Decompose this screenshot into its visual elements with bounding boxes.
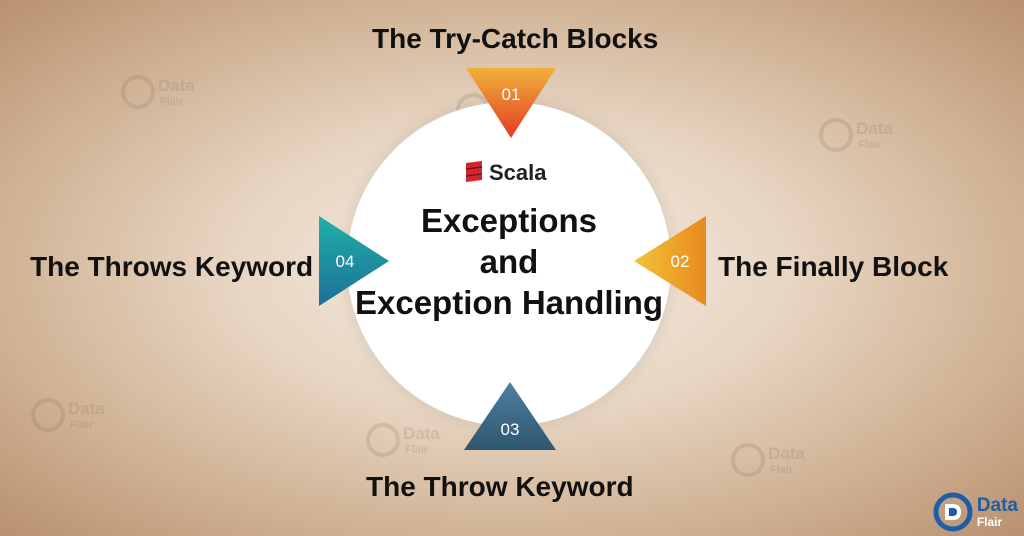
dataflair-logo-flair: Flair [976,515,1003,529]
item-number-04: 04 [335,252,355,271]
label-try-catch-blocks: The Try-Catch Blocks [372,23,659,54]
triangle-marker-03 [464,382,556,450]
item-number-02: 02 [670,252,690,271]
watermark-icon: Data Flair [731,443,805,477]
center-title: Exceptions and Exception Handling [347,200,671,323]
center-title-line: and [479,243,539,280]
triangle-marker-04 [319,216,389,306]
svg-text:Data: Data [768,444,805,463]
center-circle: Scala Exceptions and Exception Handling [347,102,671,426]
svg-text:Flair: Flair [858,139,882,151]
svg-text:Flair: Flair [160,96,184,108]
scala-brand-label: Scala [489,160,547,185]
item-number-01: 01 [501,85,521,104]
dataflair-logo-data: Data [976,495,1018,516]
svg-text:Flair: Flair [405,444,429,456]
watermark-icon: Data Flair [121,75,195,109]
svg-text:Flair: Flair [770,464,794,476]
triangle-marker-01 [466,68,556,138]
watermark-icon: Data Flair [819,118,893,152]
label-throw-keyword: The Throw Keyword [366,471,634,502]
svg-text:Data: Data [158,76,195,95]
scala-brand: Scala [465,160,547,186]
scala-logo-icon [466,161,482,182]
item-number-03: 03 [500,420,520,439]
watermark-icon: Data Flair [31,398,105,432]
svg-text:Data: Data [856,119,893,138]
svg-text:Flair: Flair [70,419,94,431]
triangle-marker-02 [634,216,706,306]
svg-text:Data: Data [403,424,440,443]
dataflair-logo-icon [933,492,973,532]
center-title-line: Exceptions [420,202,598,239]
label-finally-block: The Finally Block [718,251,949,282]
svg-text:Data: Data [68,399,105,418]
watermark-icon: Data Flair [366,423,440,457]
dataflair-logo: Data Flair [933,492,1018,532]
center-title-line: Exception Handling [354,284,664,321]
label-throws-keyword: The Throws Keyword [30,251,314,282]
